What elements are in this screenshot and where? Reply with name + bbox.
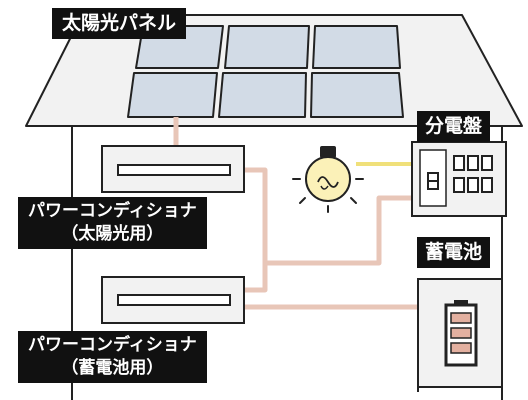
pcs-battery-label-line1: パワーコンディショナ	[28, 335, 197, 355]
solar-panel-cell	[312, 25, 401, 69]
distribution-board-unit	[411, 141, 507, 217]
storage-battery-label: 蓄電池	[417, 237, 491, 268]
wire-to-distribution-board	[265, 195, 412, 266]
battery-level-icon	[444, 300, 478, 367]
light-bulb-icon	[292, 146, 364, 213]
storage-battery-unit	[417, 278, 503, 392]
storage-battery-label-text: 蓄電池	[425, 241, 483, 263]
solar-panel-label-text: 太陽光パネル	[62, 12, 177, 34]
pcs-battery-label: パワーコンディショナ （蓄電池用）	[18, 331, 207, 383]
pcs-battery-label-line2: （蓄電池用）	[61, 358, 164, 378]
solar-panel-cell	[224, 25, 310, 69]
distribution-board-label: 分電盤	[417, 111, 491, 142]
solar-panel-cell	[218, 72, 307, 118]
pcs-solar-label-line2: （太陽光用）	[61, 224, 164, 244]
solar-panel-label: 太陽光パネル	[52, 8, 187, 39]
wiring	[173, 117, 418, 310]
solar-panel-cell	[127, 72, 218, 118]
pcs-battery-unit	[101, 276, 245, 324]
pcs-solar-label: パワーコンディショナ （太陽光用）	[18, 197, 207, 249]
solar-panel-cell	[310, 72, 404, 118]
solar-panel-array	[127, 25, 404, 118]
wire-pcs-to-pcs	[244, 167, 268, 293]
pcs-solar-unit	[101, 145, 245, 193]
distribution-board-label-text: 分電盤	[425, 115, 483, 137]
pcs-solar-label-line1: パワーコンディショナ	[28, 201, 197, 221]
